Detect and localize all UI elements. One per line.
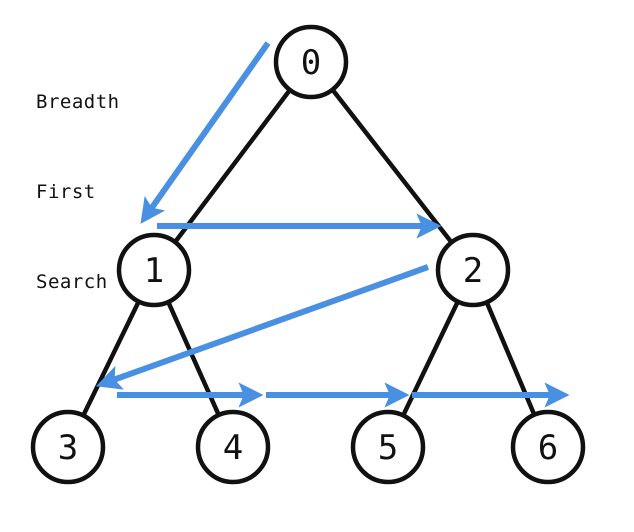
graph-node-5[interactable]: 5 (350, 409, 426, 485)
node-label-2: 2 (463, 251, 483, 291)
node-label-0: 0 (301, 43, 321, 83)
graph-node-2[interactable]: 2 (435, 232, 511, 308)
traversal-arrows-group (95, 41, 570, 408)
tree-edge-0-2 (329, 86, 455, 246)
node-circle-3[interactable] (30, 409, 106, 485)
tree-edges-group (80, 86, 537, 419)
tree-edge-2-6 (484, 299, 537, 418)
tree-edge-0-1 (172, 86, 293, 246)
caption-line-1: Breadth (36, 91, 120, 113)
traversal-arrow-2-to-3 (95, 264, 430, 390)
tree-edge-1-3 (80, 298, 142, 419)
node-circle-5[interactable] (350, 409, 426, 485)
graph-node-3[interactable]: 3 (30, 409, 106, 485)
traversal-arrow-0-to-1 (140, 41, 271, 224)
tree-edge-2-5 (400, 298, 461, 419)
diagram-caption: Breadth First Search (36, 27, 120, 357)
graph-node-1[interactable]: 1 (116, 232, 192, 308)
node-label-1: 1 (144, 251, 164, 291)
tree-nodes-group: 0 1 2 3 4 5 6 (30, 24, 586, 485)
node-circle-2[interactable] (435, 232, 511, 308)
node-label-5: 5 (378, 428, 398, 468)
node-circle-4[interactable] (195, 409, 271, 485)
node-circle-6[interactable] (510, 409, 586, 485)
graph-node-6[interactable]: 6 (510, 409, 586, 485)
node-circle-1[interactable] (116, 232, 192, 308)
node-label-4: 4 (223, 428, 243, 468)
graph-node-4[interactable]: 4 (195, 409, 271, 485)
node-label-3: 3 (58, 428, 78, 468)
caption-line-3: Search (36, 271, 108, 293)
node-circle-0[interactable] (273, 24, 349, 100)
node-label-6: 6 (538, 428, 558, 468)
caption-line-2: First (36, 181, 96, 203)
graph-node-0[interactable]: 0 (273, 24, 349, 100)
